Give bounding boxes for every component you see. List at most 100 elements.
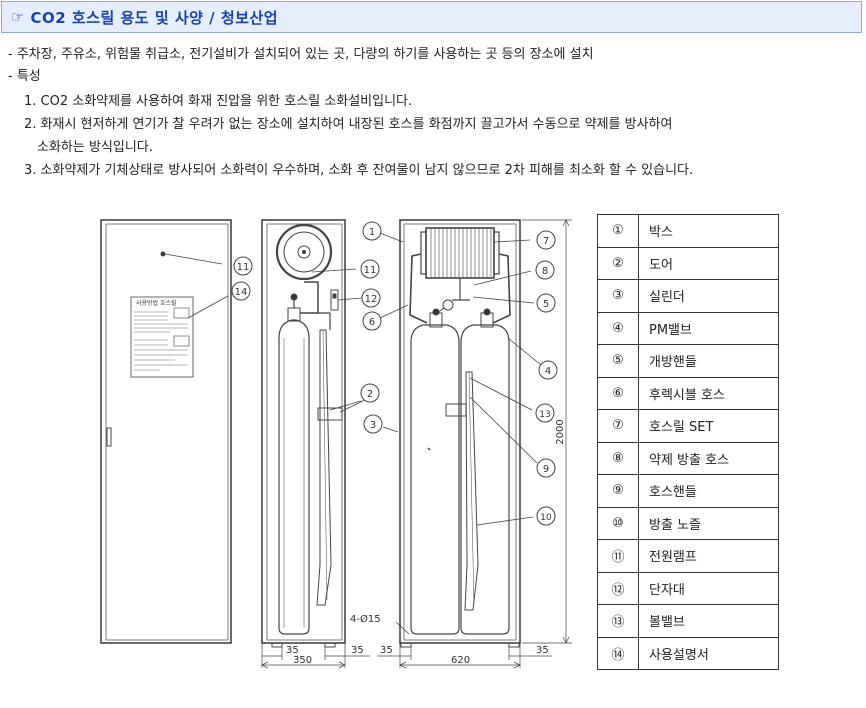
callout-1: 1 <box>362 221 382 241</box>
callout-12: 12 <box>361 288 381 308</box>
usage-line: - 주차장, 주유소, 위험물 취급소, 전기설비가 설치되어 있는 곳, 다량… <box>8 47 594 62</box>
legend-number: ① <box>597 214 639 248</box>
feature-item: 2. 화재시 현저하게 연기가 찰 우려가 없는 장소에 설치하여 내장된 호스… <box>24 117 673 132</box>
callout-2: 2 <box>360 383 380 403</box>
intro: - 주차장, 주유소, 위험물 취급소, 전기설비가 설치되어 있는 곳, 다량… <box>8 44 594 88</box>
title-bar: ☞ CO2 호스릴 용도 및 사양 / 청보산업 <box>1 1 862 33</box>
dim-35: 35 <box>286 645 299 656</box>
svg-text:6: 6 <box>369 317 375 328</box>
svg-text:13: 13 <box>539 410 550 420</box>
dim-holes: 4-Ø15 <box>350 613 381 625</box>
dim-620: 620 <box>451 655 470 666</box>
svg-text:14: 14 <box>235 287 248 298</box>
legend-label: 실린더 <box>638 279 779 313</box>
legend-label: 호스릴 SET <box>638 409 779 443</box>
legend-label: 박스 <box>638 214 779 248</box>
dim-2000: 2000 <box>555 419 566 444</box>
callout-4: 4 <box>538 360 558 380</box>
feature-item: 3. 소화약제가 기체상태로 방사되어 소화력이 우수하며, 소화 후 잔여물이… <box>24 163 694 178</box>
svg-text:11: 11 <box>364 265 377 276</box>
legend-number: ⑦ <box>597 409 639 443</box>
svg-text:10: 10 <box>540 513 552 523</box>
legend-number: ⑬ <box>597 604 639 638</box>
legend-label: 약제 방출 호스 <box>638 441 779 475</box>
callout-11: 11 <box>360 259 380 279</box>
feature-item-continuation: 소화하는 방식입니다. <box>37 140 153 155</box>
svg-text:8: 8 <box>542 266 548 277</box>
legend-label: 전원램프 <box>638 539 779 573</box>
legend-label: 개방핸들 <box>638 344 779 378</box>
page-title: CO2 호스릴 용도 및 사양 / 청보산업 <box>30 8 279 27</box>
dim-35: 35 <box>380 645 393 656</box>
legend-label: 사용설명서 <box>638 636 779 670</box>
callout-5: 5 <box>536 293 556 313</box>
cabinet-front-view: 사용방법 호스릴 <box>100 219 232 644</box>
svg-text:9: 9 <box>543 464 549 475</box>
legend-number: ⑩ <box>597 506 639 540</box>
svg-text:1: 1 <box>369 227 375 238</box>
legend-number: ⑫ <box>597 571 639 605</box>
callout-8: 8 <box>535 260 555 280</box>
legend-label: 도어 <box>638 246 779 280</box>
legend-number: ② <box>597 246 639 280</box>
legend-number: ⑤ <box>597 344 639 378</box>
svg-text:11: 11 <box>237 262 250 273</box>
cabinet-double-view <box>329 219 542 648</box>
legend-label: 호스핸들 <box>638 474 779 508</box>
callout-10: 10 <box>536 506 556 526</box>
power-lamp-icon <box>160 251 166 257</box>
svg-text:5: 5 <box>543 299 549 310</box>
callout-11: 11 <box>233 256 253 276</box>
legend-number: ⑨ <box>597 474 639 508</box>
legend-label: 단자대 <box>638 571 779 605</box>
dim-35: 35 <box>536 645 549 656</box>
legend-number: ⑭ <box>597 636 639 670</box>
legend-number: ⑥ <box>597 376 639 410</box>
legend-number: ⑪ <box>597 539 639 573</box>
svg-text:12: 12 <box>365 294 378 305</box>
callout-9: 9 <box>536 458 556 478</box>
dim-35: 35 <box>351 645 364 656</box>
pointing-hand-icon: ☞ <box>11 8 25 26</box>
legend-number: ⑧ <box>597 441 639 475</box>
legend-label: 후렉시블 호스 <box>638 376 779 410</box>
svg-text:7: 7 <box>543 236 549 247</box>
dim-350: 350 <box>293 655 312 666</box>
feature-item: 1. CO2 소화약제를 사용하여 화재 진압을 위한 호스릴 소화설비입니다. <box>24 94 413 109</box>
legend-label: 방출 노즐 <box>638 506 779 540</box>
callout-7: 7 <box>536 230 556 250</box>
svg-text:4: 4 <box>545 366 551 377</box>
svg-text:사용방법 호스릴: 사용방법 호스릴 <box>136 299 177 307</box>
legend-label: 볼밸브 <box>638 604 779 638</box>
svg-text:2: 2 <box>367 389 373 400</box>
instruction-plate: 사용방법 호스릴 <box>130 296 194 378</box>
callout-14: 14 <box>231 281 251 301</box>
features-heading: - 특성 <box>8 69 41 84</box>
legend-number: ④ <box>597 311 639 345</box>
callout-6: 6 <box>362 311 382 331</box>
dimensions <box>261 219 572 669</box>
legend-number: ③ <box>597 279 639 313</box>
hose-reel-drawing: 사용방법 호스릴 <box>100 219 572 669</box>
cabinet-single-view <box>261 219 366 648</box>
svg-text:3: 3 <box>370 420 376 431</box>
features-list: 1. CO2 소화약제를 사용하여 화재 진압을 위한 호스릴 소화설비입니다.… <box>24 90 854 182</box>
callout-13: 13 <box>535 403 555 423</box>
legend-label: PM밸브 <box>638 311 779 345</box>
callout-3: 3 <box>363 414 383 434</box>
